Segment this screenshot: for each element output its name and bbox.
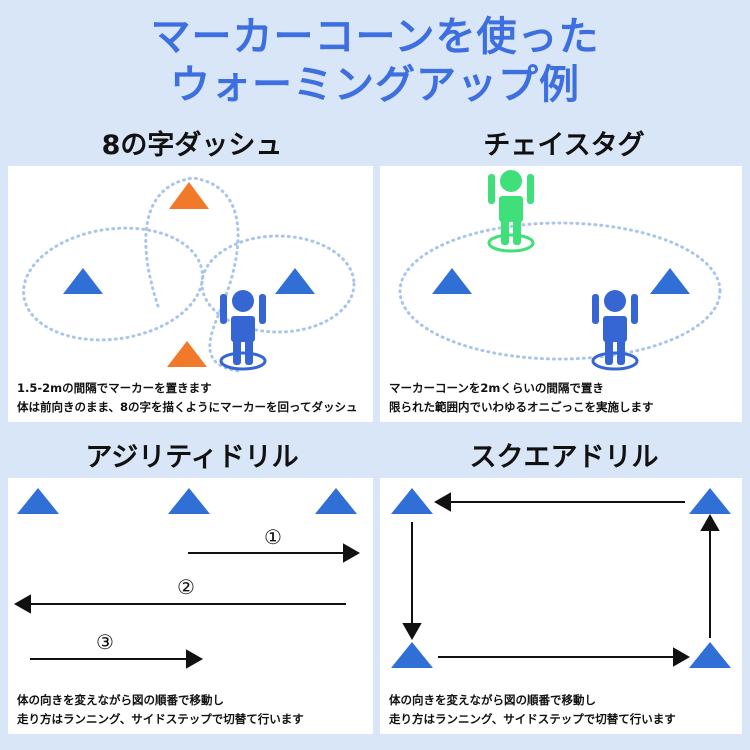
cone-icon xyxy=(17,488,59,514)
agility-title: アジリティドリル xyxy=(85,442,299,473)
arrow-label-3: ③ xyxy=(96,630,114,654)
cone-icon xyxy=(432,268,472,294)
figure8-left-loop xyxy=(22,226,204,342)
agility-caption-1: 体の向きを変えながら図の順番で移動し xyxy=(17,693,224,707)
square-caption-1: 体の向きを変えながら図の順番で移動し xyxy=(389,693,596,707)
cone-icon xyxy=(391,642,433,668)
figure8-title: 8の字ダッシュ xyxy=(101,130,283,161)
tag-diagram xyxy=(398,170,722,371)
page-title-line2: ウォーミングアップ例 xyxy=(170,62,580,108)
square-diagram xyxy=(391,488,731,668)
tag-caption-2: 限られた範囲内でいわゆるオニごっこを実施します xyxy=(389,400,654,414)
cone-icon xyxy=(315,488,357,514)
figure8-caption-2: 体は前向きのまま、8の字を描くようにマーカーを回ってダッシュ xyxy=(17,400,358,414)
cone-icon xyxy=(167,341,207,367)
cone-icon xyxy=(689,488,731,514)
figure8-top-loop xyxy=(144,176,240,373)
agility-panel: ① ② ③ 体の向きを変えながら図の順番で移動し 走り方はランニング、サイドステ… xyxy=(8,478,373,734)
tag-title: チェイスタグ xyxy=(483,130,645,161)
person-icon-blue xyxy=(591,290,639,371)
person-icon-green xyxy=(487,170,535,253)
cone-icon xyxy=(169,182,209,209)
page-title-line1: マーカーコーンを使った xyxy=(150,14,600,60)
agility-caption-2: 走り方はランニング、サイドステップで切替て行います xyxy=(17,712,304,726)
agility-diagram: ① ② ③ xyxy=(13,488,361,669)
figure8-diagram xyxy=(22,176,356,373)
arrow-label-2: ② xyxy=(177,575,195,599)
square-caption-2: 走り方はランニング、サイドステップで切替て行います xyxy=(389,712,676,726)
figure8-panel: 1.5-2mの間隔でマーカーを置きます 体は前向きのまま、8の字を描くようにマー… xyxy=(8,166,373,422)
cone-icon xyxy=(391,488,433,514)
square-title: スクエアドリル xyxy=(469,442,659,473)
person-icon xyxy=(219,290,267,371)
tag-caption-1: マーカーコーンを2mくらいの間隔で置き xyxy=(389,381,604,395)
tag-area xyxy=(398,221,722,361)
cone-icon xyxy=(689,642,731,668)
cone-icon xyxy=(168,488,210,514)
cone-icon xyxy=(63,268,103,294)
figure8-caption-1: 1.5-2mの間隔でマーカーを置きます xyxy=(17,381,212,395)
cone-icon xyxy=(650,268,690,294)
cone-icon xyxy=(275,268,315,294)
arrow-label-1: ① xyxy=(264,525,282,549)
figure8-right-loop xyxy=(200,234,356,334)
tag-panel: マーカーコーンを2mくらいの間隔で置き 限られた範囲内でいわゆるオニごっこを実施… xyxy=(380,166,742,422)
square-panel: 体の向きを変えながら図の順番で移動し 走り方はランニング、サイドステップで切替て… xyxy=(380,478,742,734)
